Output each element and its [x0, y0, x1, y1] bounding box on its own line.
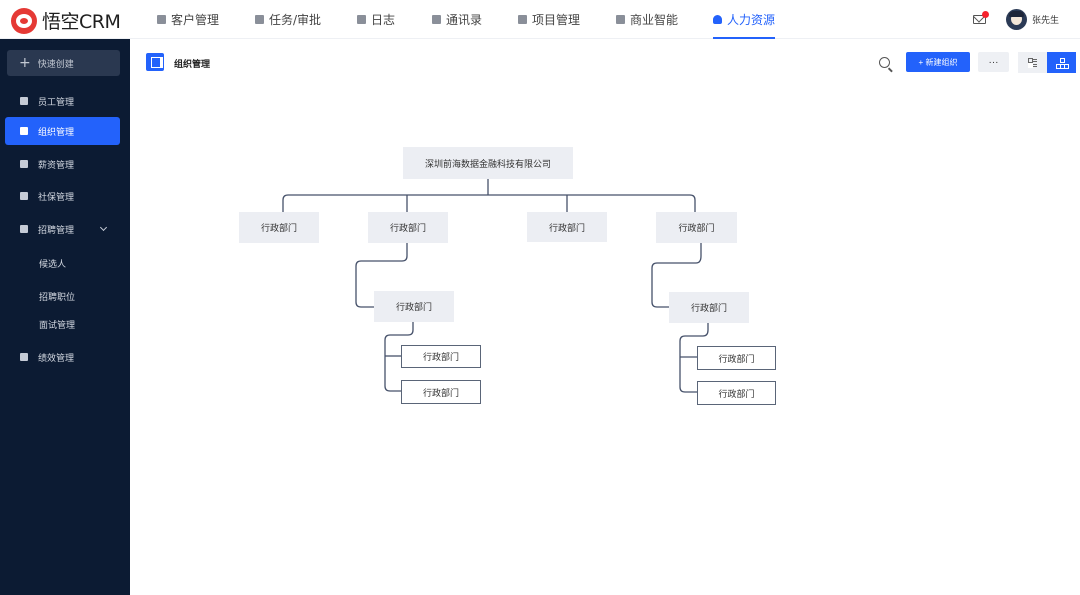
nav-label: 日志 — [371, 13, 396, 27]
user-name[interactable]: 张先生 — [1032, 16, 1060, 26]
org-node-level1[interactable]: 行政部门 — [656, 212, 737, 243]
sidebar-item-label: 社保管理 — [38, 192, 75, 203]
plus-icon: + — [19, 55, 31, 71]
page-title: 组织管理 — [174, 60, 211, 70]
sidebar-item-label: 绩效管理 — [38, 353, 75, 364]
org-icon — [20, 127, 28, 135]
quick-create-button[interactable]: + 快速创建 — [7, 50, 120, 76]
bi-icon — [616, 15, 625, 24]
nav-label: 人力资源 — [727, 13, 776, 27]
org-node-level3[interactable]: 行政部门 — [401, 345, 481, 368]
org-node-level1[interactable]: 行政部门 — [368, 212, 448, 243]
sidebar-item-label: 招聘职位 — [39, 292, 76, 303]
performance-icon — [20, 353, 28, 361]
nav-item-tasks[interactable]: 任务/审批 — [255, 0, 321, 39]
monkey-logo-icon — [11, 7, 37, 34]
sidebar-item-candidates[interactable]: 候选人 — [5, 249, 120, 277]
sidebar-item-label: 候选人 — [39, 259, 67, 270]
sidebar-item-label: 面试管理 — [39, 320, 76, 331]
org-building-icon — [146, 53, 164, 71]
list-view-icon — [1028, 58, 1037, 67]
sidebar-item-label: 组织管理 — [38, 127, 75, 138]
sidebar-item-performance[interactable]: 绩效管理 — [5, 343, 120, 371]
logo[interactable]: 悟空CRM — [11, 7, 121, 34]
sidebar-item-recruit[interactable]: 招聘管理 — [5, 215, 120, 243]
avatar[interactable] — [1006, 9, 1027, 30]
sidebar-item-positions[interactable]: 招聘职位 — [5, 282, 120, 310]
org-node-level2[interactable]: 行政部门 — [374, 291, 454, 322]
nav-item-customer[interactable]: 客户管理 — [157, 0, 219, 39]
search-icon[interactable] — [879, 57, 890, 68]
nav-label: 项目管理 — [532, 13, 581, 27]
nav-item-bi[interactable]: 商业智能 — [616, 0, 678, 39]
tree-view-icon — [1056, 57, 1067, 69]
log-icon — [357, 15, 366, 24]
recruit-icon — [20, 225, 28, 233]
briefcase-icon — [255, 15, 264, 24]
org-node-root[interactable]: 深圳前海数据金融科技有限公司 — [403, 147, 573, 179]
nav-item-log[interactable]: 日志 — [357, 0, 395, 39]
sidebar-item-label: 招聘管理 — [38, 225, 75, 236]
person-icon — [713, 15, 722, 24]
org-node-level2[interactable]: 行政部门 — [669, 292, 749, 323]
org-node-level3[interactable]: 行政部门 — [697, 381, 776, 405]
sidebar-item-salary[interactable]: 薪资管理 — [5, 150, 120, 178]
contacts-icon — [432, 15, 441, 24]
quick-create-label: 快速创建 — [37, 59, 74, 70]
nav-item-project[interactable]: 项目管理 — [518, 0, 580, 39]
sidebar-item-org[interactable]: 组织管理 — [5, 117, 120, 145]
sidebar-item-social-security[interactable]: 社保管理 — [5, 182, 120, 210]
sidebar-item-employee[interactable]: 员工管理 — [5, 87, 120, 115]
social-security-icon — [20, 192, 28, 200]
sidebar-item-label: 员工管理 — [38, 97, 75, 108]
nav-item-contacts[interactable]: 通讯录 — [432, 0, 482, 39]
salary-icon — [20, 160, 28, 168]
view-toggle — [1018, 52, 1077, 73]
top-bar: 悟空CRM 客户管理 任务/审批 日志 通讯录 项目管理 商业智能 人力资源 张… — [0, 0, 1080, 39]
org-node-level1[interactable]: 行政部门 — [527, 212, 607, 242]
logo-text: 悟空CRM — [42, 11, 121, 33]
nav-label: 任务/审批 — [269, 13, 322, 27]
nav-label: 商业智能 — [630, 13, 679, 27]
nav-label: 客户管理 — [171, 13, 220, 27]
nav-label: 通讯录 — [446, 13, 483, 27]
sidebar-item-interviews[interactable]: 面试管理 — [5, 310, 120, 338]
new-org-button[interactable]: + 新建组织 — [906, 52, 970, 72]
notification-badge — [982, 11, 989, 18]
org-node-level3[interactable]: 行政部门 — [401, 380, 481, 404]
more-button[interactable]: ··· — [978, 52, 1009, 72]
org-node-level3[interactable]: 行政部门 — [697, 346, 776, 370]
sidebar-item-label: 薪资管理 — [38, 160, 75, 171]
nav-item-hr[interactable]: 人力资源 — [713, 0, 776, 39]
project-icon — [518, 15, 527, 24]
employee-icon — [20, 97, 28, 105]
sidebar: + 快速创建 员工管理 组织管理 薪资管理 社保管理 招聘管理 候选人 招聘职位… — [0, 39, 130, 595]
org-node-level1[interactable]: 行政部门 — [239, 212, 319, 243]
tree-view-button[interactable] — [1047, 52, 1076, 73]
list-view-button[interactable] — [1018, 52, 1047, 73]
customer-icon — [157, 15, 166, 24]
mail-icon[interactable] — [973, 15, 986, 24]
